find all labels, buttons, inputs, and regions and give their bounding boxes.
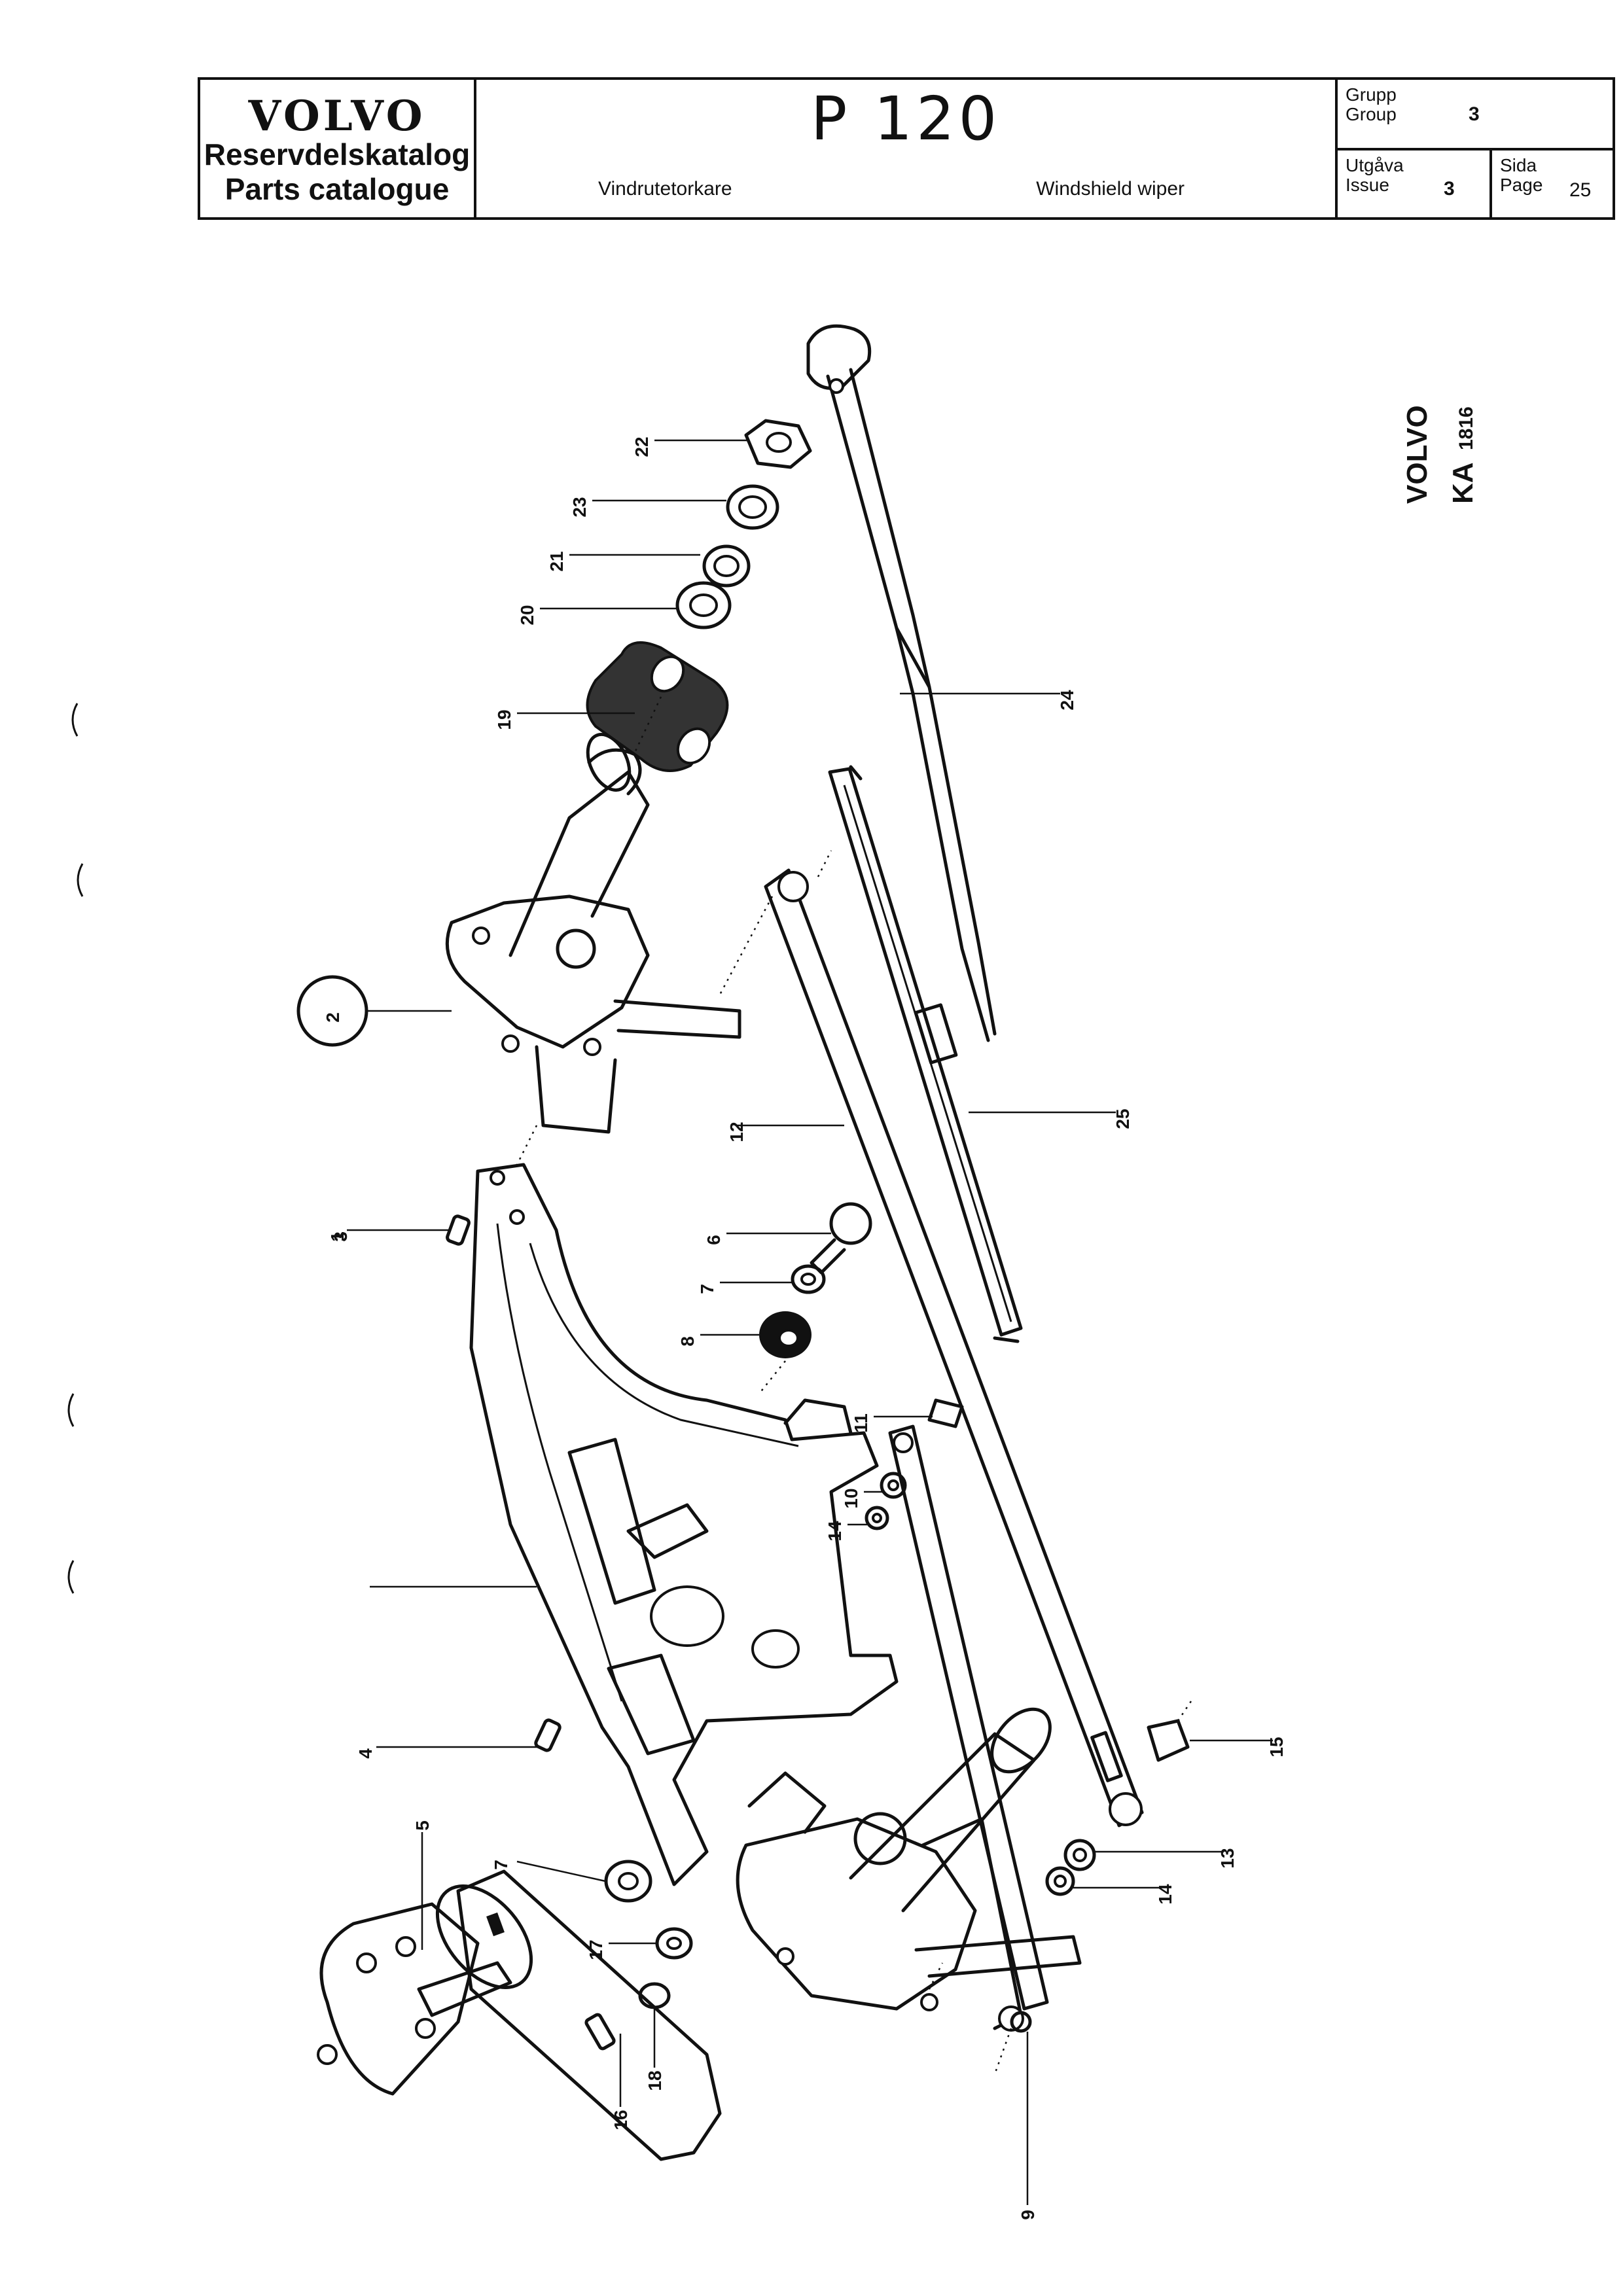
callout-11: 11 (851, 1413, 871, 1433)
binder-mark (71, 703, 79, 737)
stamp-number: 1816 (1455, 406, 1477, 450)
mounting-bracket-part-1 (469, 1163, 899, 1886)
callout-circle-2 (296, 975, 368, 1047)
right-spindle-housing (736, 1707, 1082, 2032)
group-value: 3 (1469, 103, 1480, 125)
catalog-title-sv: Reservdelskatalog (204, 137, 471, 172)
callout-12: 12 (726, 1122, 747, 1142)
spindle-washers (675, 419, 812, 629)
stamp-prefix: KA (1447, 462, 1479, 504)
connecting-rod (888, 1424, 1049, 2011)
callout-6: 6 (704, 1235, 724, 1245)
callout-22: 22 (632, 436, 652, 457)
assembly-guide-lines (516, 696, 1192, 2075)
callout-10: 10 (841, 1488, 861, 1508)
issue-field: Utgåva Issue 3 (1338, 150, 1492, 217)
callout-15: 15 (1266, 1737, 1287, 1757)
binder-mark (67, 1393, 75, 1427)
callout-18: 18 (645, 2070, 665, 2091)
callout-14-upper: 14 (825, 1521, 845, 1542)
callout-7-lower: 7 (491, 1860, 511, 1870)
binder-mark (67, 1560, 75, 1594)
spindle-housing-part-2 (445, 733, 741, 1134)
wiper-blade-part-25 (828, 765, 1023, 1343)
leader-lines (347, 439, 1273, 2205)
callout-17: 17 (586, 1939, 606, 1960)
group-field: Grupp Group 3 (1338, 80, 1613, 150)
issue-value: 3 (1444, 178, 1455, 200)
callout-20: 20 (517, 605, 537, 625)
model-cell: P 120 Vindrutetorkare Windshield wiper (476, 80, 1338, 217)
group-label-sv: Grupp (1346, 84, 1397, 105)
callout-2: 2 (323, 1012, 343, 1023)
section-title-sv: Vindrutetorkare (598, 178, 732, 200)
callout-24: 24 (1057, 690, 1077, 711)
callout-numbers: 1 2 3 4 5 6 7 7 8 9 10 11 12 13 14 14 15… (323, 436, 1287, 2219)
seal-plate-part-19 (586, 641, 729, 772)
callout-8: 8 (677, 1336, 698, 1347)
model-name: P 120 (810, 84, 1001, 154)
catalog-title-en: Parts catalogue (224, 172, 450, 206)
stamp-brand: VOLVO (1401, 405, 1433, 504)
callout-1: 1 (327, 1231, 348, 1242)
brand-cell: VOLVO Reservdelskatalog Parts catalogue (200, 80, 476, 217)
page-value: 25 (1569, 179, 1592, 201)
small-hardware (446, 1202, 1190, 2051)
group-label: Grupp Group (1346, 84, 1397, 125)
callout-23: 23 (569, 497, 590, 517)
meta-cell: Grupp Group 3 Utgåva Issue 3 Sida Page 2… (1338, 80, 1613, 217)
group-label-en: Group (1346, 104, 1397, 125)
meta-bottom-row: Utgåva Issue 3 Sida Page 25 (1338, 150, 1613, 217)
issue-label: Utgåva Issue (1346, 155, 1404, 196)
callout-19: 19 (494, 709, 514, 730)
callout-3: 3 (330, 1231, 351, 1242)
page-label-en: Page (1500, 175, 1543, 196)
page-label-sv: Sida (1500, 155, 1537, 175)
page-label: Sida Page (1500, 155, 1543, 196)
callout-9: 9 (1018, 2210, 1038, 2220)
page-field: Sida Page 25 (1492, 150, 1613, 217)
drive-link-part-12 (764, 868, 1144, 1828)
binder-mark (77, 863, 84, 897)
volvo-logo: VOLVO (248, 92, 426, 141)
callout-13: 13 (1217, 1848, 1238, 1868)
catalogue-stamp: VOLVO KA 1816 (1401, 405, 1479, 504)
issue-label-sv: Utgåva (1346, 155, 1404, 175)
callout-25: 25 (1113, 1108, 1133, 1129)
binder-marks (67, 703, 84, 1594)
callout-16: 16 (611, 2110, 631, 2130)
callout-21: 21 (546, 551, 567, 571)
callout-5: 5 (412, 1820, 433, 1831)
issue-label-en: Issue (1346, 175, 1389, 196)
callout-7-upper: 7 (697, 1284, 717, 1294)
wiper-motor-part-5 (317, 1869, 722, 2161)
section-title-en: Windshield wiper (1036, 178, 1185, 200)
callout-14-lower: 14 (1155, 1884, 1175, 1905)
title-block: VOLVO Reservdelskatalog Parts catalogue … (198, 77, 1615, 220)
callout-4: 4 (355, 1748, 376, 1759)
